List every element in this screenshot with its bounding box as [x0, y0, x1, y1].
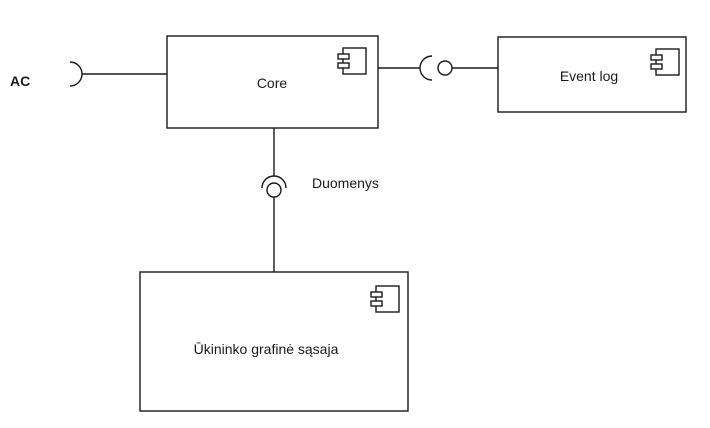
ac-interface-label: AC	[10, 73, 30, 89]
ui-label: Ūkininko grafinė sąsaja	[194, 341, 339, 357]
component-icon	[337, 47, 367, 75]
event-log-component[interactable]: Event log	[497, 36, 687, 113]
ui-component[interactable]: Ūkininko grafinė sąsaja	[139, 271, 409, 412]
eventlog-provided-interface	[437, 60, 453, 76]
core-label: Core	[257, 75, 288, 91]
event-log-label: Event log	[560, 68, 618, 84]
component-icon	[650, 48, 680, 76]
duomenys-required-socket	[261, 175, 287, 189]
component-icon	[370, 285, 400, 313]
event-log-box	[497, 36, 687, 113]
ui-box	[139, 271, 409, 412]
duomenys-interface-label: Duomenys	[312, 175, 379, 191]
core-component[interactable]: Core	[166, 35, 379, 129]
eventlog-required-socket	[419, 55, 433, 81]
ac-required-socket	[69, 61, 83, 87]
duomenys-provided-interface	[266, 182, 282, 198]
